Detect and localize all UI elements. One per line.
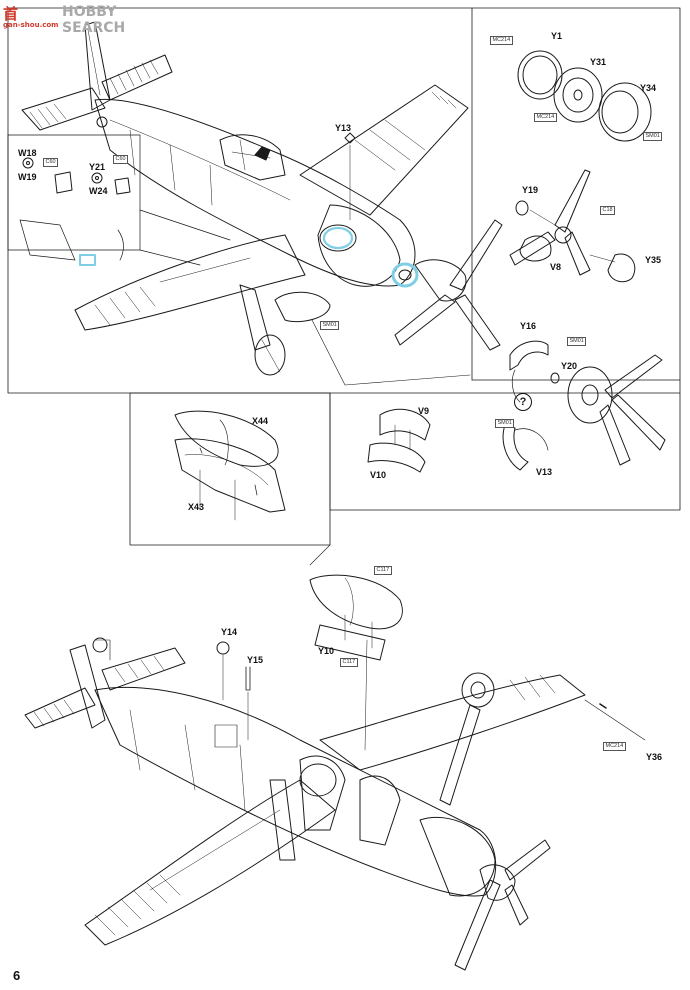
label-v13: V13 xyxy=(536,467,553,477)
page-number: 6 xyxy=(13,968,21,983)
inset-leader xyxy=(139,209,231,266)
bottom-aircraft xyxy=(24,574,646,971)
label-y19: Y19 xyxy=(522,185,539,195)
sprue-code-sm01-a: SM01 xyxy=(643,132,663,141)
sprue-code-sm01-c: SM01 xyxy=(567,337,587,346)
sprue-code-c117-b: C117 xyxy=(340,658,358,667)
sprue-code-c18: C18 xyxy=(600,206,616,215)
sprue-code-sm01-d: SM01 xyxy=(495,419,515,428)
question-mark-icon: ? xyxy=(514,393,532,411)
label-y34: Y34 xyxy=(640,83,657,93)
canopy-parts xyxy=(174,410,331,566)
label-y10: Y10 xyxy=(318,646,335,656)
label-y20: Y20 xyxy=(561,361,578,371)
label-w18: W18 xyxy=(18,148,37,158)
label-y21: Y21 xyxy=(89,162,106,172)
panel-frame-bottom xyxy=(329,392,681,511)
sprue-code-mc214-c: MC214 xyxy=(603,742,626,751)
label-y14: Y14 xyxy=(221,627,238,637)
sprue-code-c117-a: C117 xyxy=(374,566,392,575)
sprue-code-mc214-b: MC214 xyxy=(534,113,557,122)
sprue-code-sm01-b: SM01 xyxy=(320,321,340,330)
label-w19: W19 xyxy=(18,172,37,182)
label-y15: Y15 xyxy=(247,655,264,665)
label-y16: Y16 xyxy=(520,321,537,331)
watermark-site: gan-shou.com xyxy=(3,21,59,29)
label-v10-mid: V10 xyxy=(370,470,387,480)
label-y35: Y35 xyxy=(645,255,662,265)
v9-v10-parts xyxy=(367,408,431,473)
sprue-code-c60-b: C60 xyxy=(113,155,129,164)
label-x43: X43 xyxy=(188,502,205,512)
label-y1: Y1 xyxy=(551,31,563,41)
sprue-code-c60-a: C60 xyxy=(43,158,59,167)
label-v8: V8 xyxy=(550,262,562,272)
label-y31: Y31 xyxy=(590,57,607,67)
sprue-code-mc214-a: MC214 xyxy=(490,36,513,45)
watermark: 首 HOBBY SEARCH gan-shou.com xyxy=(0,0,170,36)
right-column-parts xyxy=(502,50,666,471)
label-y13-top: Y13 xyxy=(335,123,352,133)
top-aircraft xyxy=(19,21,503,386)
label-w24: W24 xyxy=(89,186,108,196)
label-y36: Y36 xyxy=(646,752,663,762)
watermark-logo: 首 xyxy=(3,5,18,23)
label-x44: X44 xyxy=(252,416,269,426)
watermark-brand: HOBBY SEARCH xyxy=(62,4,126,36)
label-v9: V9 xyxy=(418,406,430,416)
